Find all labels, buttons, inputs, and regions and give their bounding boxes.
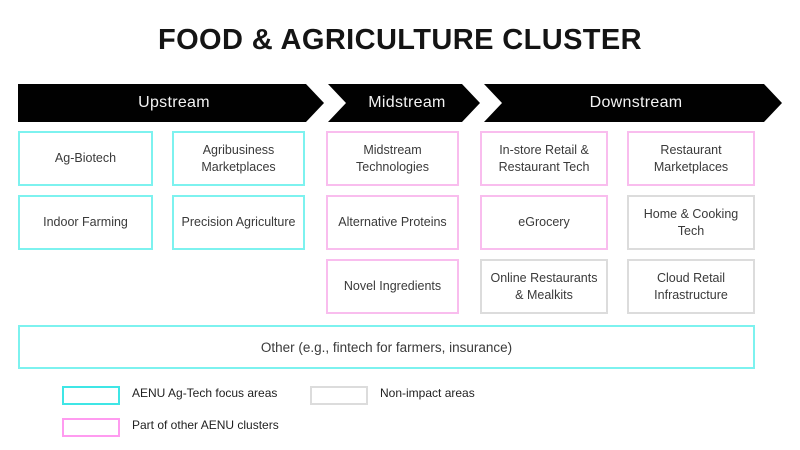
legend-swatch-gray: [310, 386, 368, 405]
legend-swatch-pink: [62, 418, 120, 437]
value-chain-banner: Upstream Midstream Downstream: [18, 84, 782, 122]
legend-label: AENU Ag-Tech focus areas: [132, 386, 278, 400]
category-box[interactable]: Agribusiness Marketplaces: [172, 131, 305, 186]
other-category-box[interactable]: Other (e.g., fintech for farmers, insura…: [18, 325, 755, 369]
legend: AENU Ag-Tech focus areas Part of other A…: [0, 386, 800, 446]
legend-swatch-cyan: [62, 386, 120, 405]
category-box[interactable]: Novel Ingredients: [326, 259, 459, 314]
category-box[interactable]: Ag-Biotech: [18, 131, 153, 186]
legend-item-focus-areas: AENU Ag-Tech focus areas: [62, 386, 277, 405]
category-box[interactable]: Alternative Proteins: [326, 195, 459, 250]
category-box[interactable]: Precision Agriculture: [172, 195, 305, 250]
stage-arrow-downstream-label: Downstream: [589, 94, 683, 111]
category-box[interactable]: Indoor Farming: [18, 195, 153, 250]
stage-arrow-midstream[interactable]: Midstream: [328, 84, 480, 122]
category-box[interactable]: In-store Retail & Restaurant Tech: [480, 131, 608, 186]
stage-arrow-upstream[interactable]: Upstream: [18, 84, 324, 122]
legend-label: Part of other AENU clusters: [132, 418, 279, 432]
stage-arrow-midstream-label: Midstream: [368, 94, 446, 111]
category-box[interactable]: Restaurant Marketplaces: [627, 131, 755, 186]
legend-label: Non-impact areas: [380, 386, 475, 400]
category-box[interactable]: Cloud Retail Infrastructure: [627, 259, 755, 314]
page-title: FOOD & AGRICULTURE CLUSTER: [157, 24, 643, 56]
category-box[interactable]: eGrocery: [480, 195, 608, 250]
stage-arrow-downstream[interactable]: Downstream: [484, 84, 782, 122]
legend-item-other-clusters: Part of other AENU clusters: [62, 418, 279, 437]
category-box[interactable]: Midstream Technologies: [326, 131, 459, 186]
stage-arrow-upstream-label: Upstream: [138, 94, 210, 111]
category-box[interactable]: Home & Cooking Tech: [627, 195, 755, 250]
legend-item-non-impact: Non-impact areas: [310, 386, 475, 405]
category-box[interactable]: Online Restaurants & Mealkits: [480, 259, 608, 314]
